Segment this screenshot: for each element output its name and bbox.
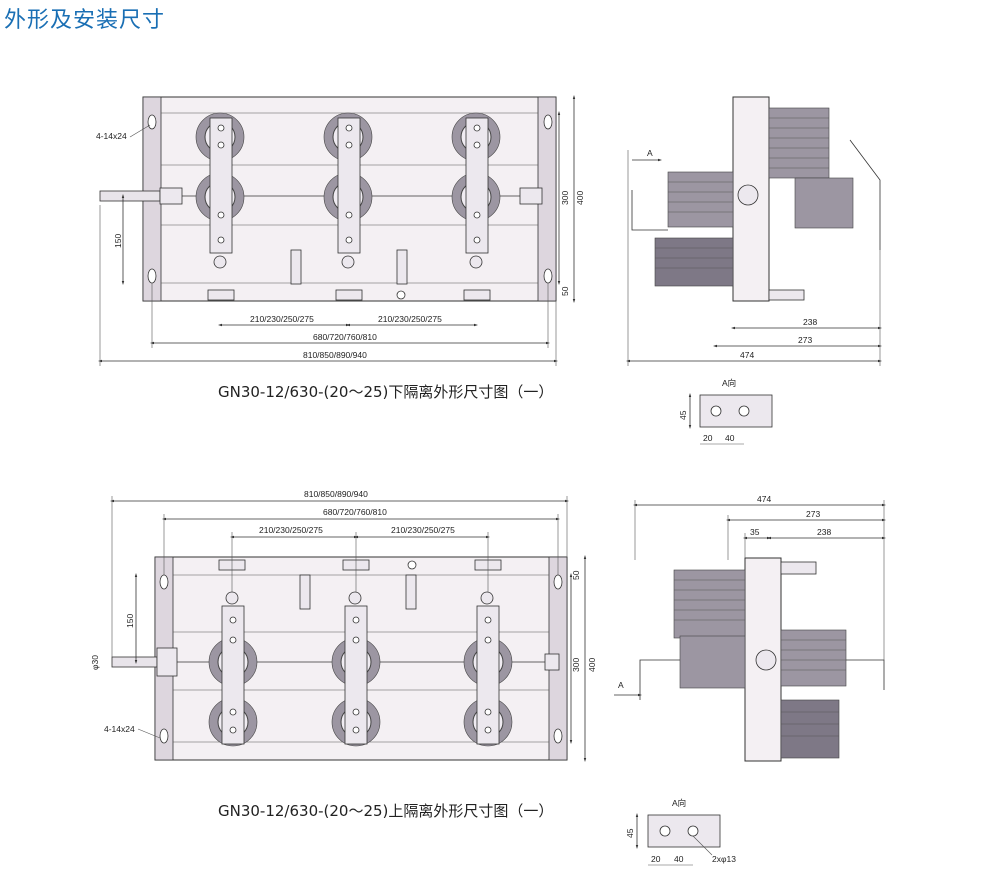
drawing1-front-view — [99, 96, 557, 302]
drawing2-dimensions: 810/850/890/940 680/720/760/810 210/230/… — [90, 489, 597, 762]
dim2-h300: 300 — [571, 658, 581, 672]
side2-d474: 474 — [757, 494, 771, 504]
dim2-phi30: φ30 — [90, 655, 100, 670]
side1-d474: 474 — [740, 350, 754, 360]
dim-h50: 50 — [560, 286, 570, 296]
pole-2 — [331, 591, 381, 747]
detail2-d45: 45 — [625, 828, 635, 838]
dim-h400: 400 — [575, 191, 585, 205]
drawing1-caption: GN30-12/630-(20～25)下隔离外形尺寸图（一） — [218, 383, 554, 401]
drawing2-front-view — [111, 556, 568, 761]
drawing2-side-view: A 474 273 35 238 — [614, 494, 886, 762]
side1-d273: 273 — [798, 335, 812, 345]
side1-d238: 238 — [803, 317, 817, 327]
dim2-holes: 4-14x24 — [104, 724, 135, 734]
dim2-h150: 150 — [125, 614, 135, 628]
dim2-pitch-left: 210/230/250/275 — [259, 525, 323, 535]
dim2-inner: 680/720/760/810 — [323, 507, 387, 517]
detail1-d45: 45 — [678, 410, 688, 420]
mount-slot — [543, 268, 553, 284]
dim-pitch-left: 210/230/250/275 — [250, 314, 314, 324]
mount-slot — [147, 114, 157, 130]
dim2-h400: 400 — [587, 658, 597, 672]
pole-3 — [463, 591, 513, 747]
detail2-label: A向 — [672, 798, 686, 808]
page-title: 外形及安装尺寸 — [4, 8, 166, 33]
pole-2 — [323, 112, 373, 269]
side2-d273: 273 — [806, 509, 820, 519]
detail2-d20: 20 — [651, 854, 661, 864]
dim2-pitch-right: 210/230/250/275 — [391, 525, 455, 535]
dim-h300: 300 — [560, 191, 570, 205]
side2-arrow-a: A — [618, 680, 624, 690]
pole-1 — [195, 112, 245, 269]
pole-1 — [208, 591, 258, 747]
drawing1-detail-a: A向 45 20 40 — [678, 378, 773, 445]
operating-shaft — [99, 190, 161, 202]
dim-holes: 4-14x24 — [96, 131, 127, 141]
side2-d238: 238 — [817, 527, 831, 537]
dim-outer: 810/850/890/940 — [303, 350, 367, 360]
detail2-holes: 2xφ13 — [712, 854, 736, 864]
dim-pitch-right: 210/230/250/275 — [378, 314, 442, 324]
drawing1-side-view: A 238 273 474 — [626, 96, 882, 366]
detail1-d40: 40 — [725, 433, 735, 443]
dim-inner: 680/720/760/810 — [313, 332, 377, 342]
pole-3 — [451, 112, 501, 269]
side1-arrow-a: A — [647, 148, 653, 158]
detail2-d40: 40 — [674, 854, 684, 864]
drawing2-detail-a: A向 45 20 40 2xφ13 — [625, 798, 736, 866]
detail1-d20: 20 — [703, 433, 713, 443]
side2-d35: 35 — [750, 527, 760, 537]
mount-slot — [147, 268, 157, 284]
drawing2-caption: GN30-12/630-(20～25)上隔离外形尺寸图（一） — [218, 802, 554, 820]
drawing1-dimensions: 4-14x24 400 300 50 150 210/230/250/275 2… — [96, 95, 585, 366]
dim2-h50: 50 — [571, 570, 581, 580]
dim2-outer: 810/850/890/940 — [304, 489, 368, 499]
detail1-label: A向 — [722, 378, 736, 388]
dim-h150: 150 — [113, 234, 123, 248]
mount-slot — [543, 114, 553, 130]
